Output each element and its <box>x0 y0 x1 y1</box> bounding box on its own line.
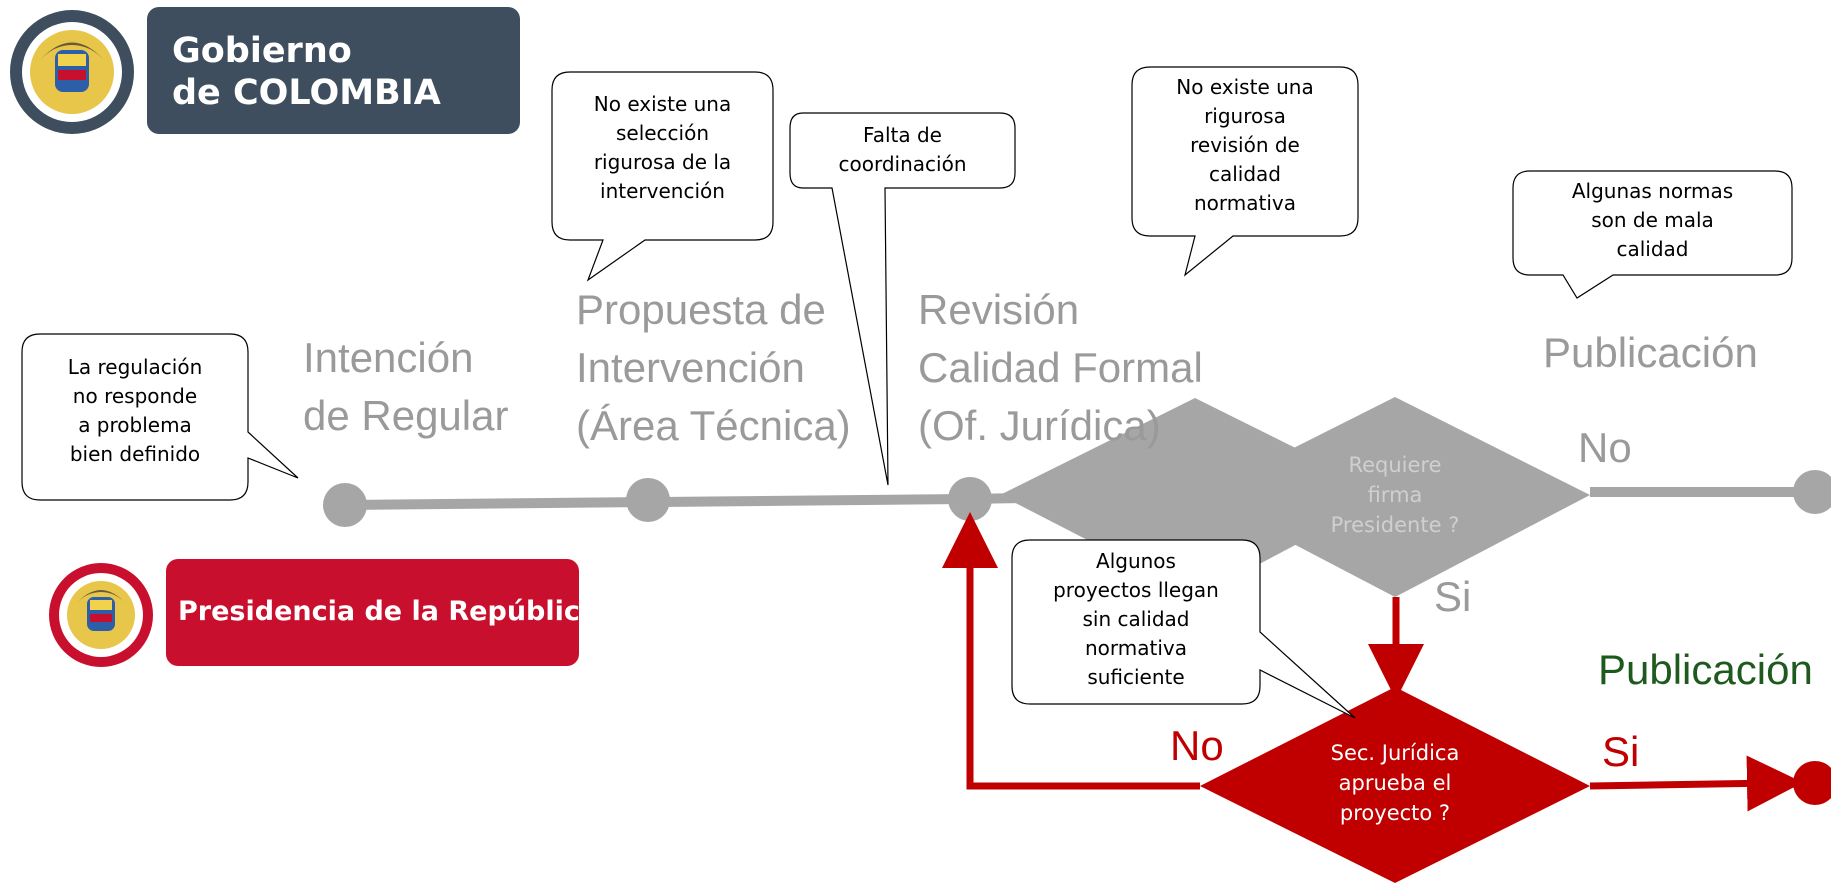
callout-3-shape <box>789 112 1016 486</box>
decision-juridica-line: aprueba el <box>1338 771 1452 795</box>
decision-firma-text: Requiere firma Presidente ? <box>1295 450 1495 540</box>
node-intencion <box>323 483 367 527</box>
callout-2-line: intervención <box>600 179 725 203</box>
node-propuesta <box>626 478 670 522</box>
node-publicacion <box>1793 470 1831 514</box>
stage-publicacion-bottom: Publicación <box>1598 646 1813 693</box>
gobierno-line2-prefix: de <box>172 73 221 113</box>
callout-3-text: Falta de coordinación <box>790 121 1015 179</box>
stage-propuesta-line2: Intervención <box>576 344 805 391</box>
callout-3-line: coordinación <box>838 152 967 176</box>
stage-intencion: Intención de Regular <box>303 329 508 445</box>
decision-juridica-text: Sec. Jurídica aprueba el proyecto ? <box>1295 738 1495 828</box>
callout-1-line: a problema <box>78 413 192 437</box>
stage-propuesta-line1: Propuesta de <box>576 286 826 333</box>
callout-4-line: calidad <box>1208 162 1281 186</box>
callout-3-line: Falta de <box>863 123 942 147</box>
stage-revision-line1: Revisión <box>918 286 1080 333</box>
decision-juridica-line: proyecto ? <box>1339 801 1451 825</box>
stage-intencion-line1: Intención <box>303 334 474 381</box>
callout-5-text: Algunas normas son de mala calidad <box>1513 177 1792 264</box>
stage-propuesta: Propuesta de Intervención (Área Técnica) <box>576 281 851 455</box>
stage-revision: Revisión Calidad Formal (Of. Jurídica) <box>918 281 1203 455</box>
arrow-return-no <box>942 512 1200 790</box>
gobierno-line2: de COLOMBIA <box>172 72 441 114</box>
arrow-si-publicacion <box>1589 755 1803 812</box>
decision-juridica-shape <box>1200 687 1590 883</box>
node-revision <box>948 477 992 521</box>
callout-2-shape <box>551 71 774 282</box>
presidencia-logo-panel <box>166 559 579 666</box>
presidencia-seal-icon <box>49 563 153 667</box>
callout-1-shape <box>21 333 299 501</box>
label-no-red: No <box>1170 722 1224 769</box>
decision-firma-shape <box>1200 397 1590 597</box>
label-si-red: Si <box>1602 728 1640 775</box>
callout-2-text: No existe una selección rigurosa de la i… <box>552 90 773 206</box>
callout-6-line: sin calidad <box>1082 607 1190 631</box>
callout-1-text: La regulación no responde a problema bie… <box>22 353 248 469</box>
callout-4-line: normativa <box>1193 191 1296 215</box>
stage-propuesta-line3: (Área Técnica) <box>576 402 851 449</box>
gobierno-line2-strong: COLOMBIA <box>232 73 441 113</box>
callout-6-line: suficiente <box>1087 665 1185 689</box>
callout-4-line: revisión de <box>1190 133 1300 157</box>
callout-6-line: normativa <box>1084 636 1187 660</box>
callout-4-shape <box>1131 66 1359 277</box>
label-si-top: Si <box>1434 573 1472 620</box>
gobierno-logo-panel <box>147 7 520 134</box>
callout-5-line: Algunas normas <box>1571 179 1734 203</box>
gobierno-logo-text: Gobierno de COLOMBIA <box>172 30 441 114</box>
node-publicacion-final <box>1793 761 1831 805</box>
callout-5-line: calidad <box>1616 237 1689 261</box>
callout-1-line: no responde <box>72 384 198 408</box>
stage-revision-line3: (Of. Jurídica) <box>918 402 1161 449</box>
callout-4-line: rigurosa <box>1204 104 1286 128</box>
stage-publicacion-top: Publicación <box>1543 329 1758 376</box>
callout-4-line: No existe una <box>1176 75 1314 99</box>
presidencia-logo-text: Presidencia de la República <box>178 596 599 627</box>
stage-revision-line2: Calidad Formal <box>918 344 1203 391</box>
decision-firma-line: firma <box>1367 483 1423 507</box>
callout-6-text: Algunos proyectos llegan sin calidad nor… <box>1012 547 1260 692</box>
decision-firma-line: Requiere <box>1348 453 1442 477</box>
callout-5-shape <box>1512 170 1793 299</box>
callout-5-line: son de mala <box>1591 208 1714 232</box>
callout-6-line: proyectos llegan <box>1053 578 1219 602</box>
gobierno-seal-icon <box>10 10 134 134</box>
callout-6-line: Algunos <box>1096 549 1176 573</box>
decision-firma-diamond <box>1000 398 1390 598</box>
callout-6-shape <box>1011 539 1356 719</box>
gobierno-line1: Gobierno <box>172 31 352 71</box>
stage-intencion-line2: de Regular <box>303 392 509 439</box>
callout-1-line: La regulación <box>67 355 203 379</box>
callout-2-line: selección <box>615 121 710 145</box>
callout-1-line: bien definido <box>69 442 201 466</box>
label-no-top: No <box>1578 424 1632 471</box>
decision-juridica-line: Sec. Jurídica <box>1330 741 1460 765</box>
decision-firma-line: Presidente ? <box>1330 513 1460 537</box>
callout-2-line: rigurosa de la <box>593 150 732 174</box>
callout-4-text: No existe una rigurosa revisión de calid… <box>1132 73 1358 218</box>
callout-2-line: No existe una <box>593 92 732 116</box>
